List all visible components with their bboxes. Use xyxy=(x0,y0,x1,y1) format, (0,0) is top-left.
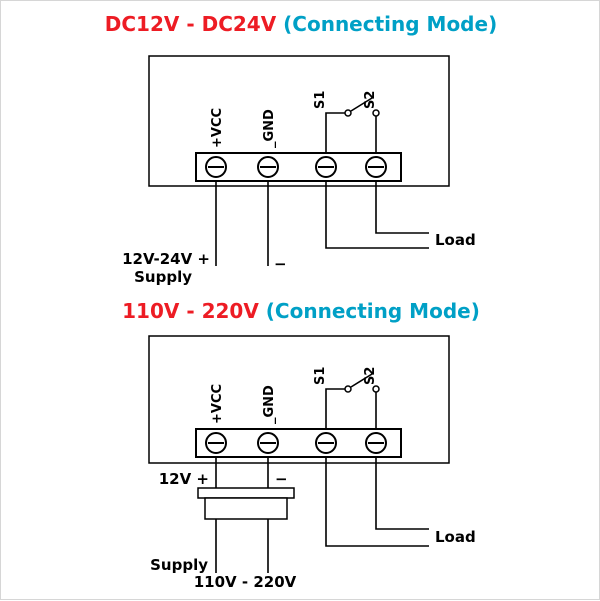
dc-switch-lead-s1 xyxy=(325,112,345,153)
ac-relay-switch-symbol xyxy=(325,373,380,429)
dc-title-main: DC12V - DC24V xyxy=(105,12,277,36)
ac-title-main: 110V - 220V xyxy=(122,299,259,323)
dc-terminal-label-gnd: _GND xyxy=(262,109,277,148)
power-adapter-symbol xyxy=(197,487,295,520)
dc-switch-blade xyxy=(350,97,373,112)
dc-terminal-label-s1: S1 xyxy=(313,91,328,109)
ac-terminal-label-gnd: _GND xyxy=(262,385,277,424)
ac-switch-lead-s1 xyxy=(325,388,345,429)
ac-terminal-screws xyxy=(205,432,387,454)
dc-minus-label: − xyxy=(274,255,287,273)
dc-controller-body xyxy=(148,55,450,187)
dc-switch-contact-left xyxy=(344,109,352,117)
power-adapter-body xyxy=(204,497,288,520)
dc-supply-label: Supply xyxy=(134,268,192,286)
dc-load-label: Load xyxy=(435,231,476,249)
dc-terminal-label-s2: S2 xyxy=(363,91,378,109)
ac-supply-voltage-label: 110V - 220V xyxy=(194,573,297,591)
dc-diagram-title: DC12V - DC24V (Connecting Mode) xyxy=(105,12,497,36)
ac-load-label: Load xyxy=(435,528,476,546)
dc-switch-contact-right xyxy=(372,109,380,117)
dc-relay-switch-symbol xyxy=(325,97,380,153)
ac-switch-blade xyxy=(350,373,373,388)
ac-minus-label: − xyxy=(275,470,288,488)
dc-wires xyxy=(215,181,429,266)
ac-terminal-label-vcc: +VCC xyxy=(210,384,225,424)
ac-wires xyxy=(215,457,429,573)
ac-terminal-label-s1: S1 xyxy=(313,367,328,385)
ac-diagram-title: 110V - 220V (Connecting Mode) xyxy=(122,299,480,323)
ac-diagram: 110V - 220V (Connecting Mode) xyxy=(122,299,480,591)
dc-terminal-screws xyxy=(205,156,387,178)
ac-terminal-label-s2: S2 xyxy=(363,367,378,385)
dc-supply-positive-label: 12V-24V + xyxy=(122,250,210,268)
ac-title-suffix: (Connecting Mode) xyxy=(259,299,480,323)
ac-switch-contact-left xyxy=(344,385,352,393)
ac-controller-body xyxy=(148,335,450,464)
ac-adapter-output-label: 12V + xyxy=(159,470,209,488)
dc-title-suffix: (Connecting Mode) xyxy=(276,12,497,36)
ac-switch-contact-right xyxy=(372,385,380,393)
dc-terminal-label-vcc: +VCC xyxy=(210,108,225,148)
dc-diagram: DC12V - DC24V (Connecting Mode) +VCC xyxy=(105,12,497,286)
power-adapter-flange xyxy=(197,487,295,499)
ac-supply-label: Supply xyxy=(150,556,208,574)
